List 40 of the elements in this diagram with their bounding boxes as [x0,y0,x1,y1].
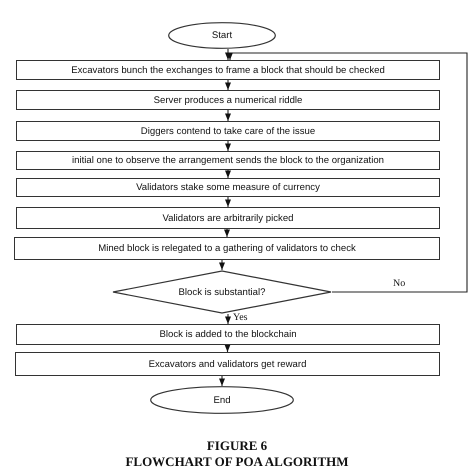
step-text: Block is added to the blockchain [159,329,297,340]
terminal-ellipse [168,22,276,49]
arrow [224,170,232,178]
edge-label: No [392,278,406,289]
arrow [224,49,232,60]
process-box [16,324,440,345]
arrow [224,141,232,151]
caption-text: FLOWCHART OF POA ALGORITHM [124,454,350,470]
arrow [224,229,230,237]
process-box [15,352,440,376]
process-box [16,60,440,80]
step-text: Block is substantial? [178,286,266,298]
process-box [14,237,440,260]
arrow [226,52,468,293]
arrow [224,197,232,207]
step-text: End [213,394,231,406]
step-text: Start [212,30,232,41]
process-box [16,151,440,170]
caption-text: FIGURE 6 [206,438,268,454]
decision-diamond [112,270,332,314]
arrow [224,80,232,90]
arrow [218,260,226,270]
step-text: Excavators and validators get reward [148,358,306,370]
arrow [218,376,226,386]
process-box [16,90,440,110]
arrow [224,314,232,324]
step-text: Diggers contend to take care of the issue [140,126,316,136]
step-text: Validators are arbitrarily picked [162,212,294,224]
process-box [16,178,440,197]
step-text: Excavators bunch the exchanges to frame a block that should be checked [71,64,385,76]
arrow [224,344,231,352]
step-text: Validators stake some measure of currency [136,182,320,193]
step-text: Mined block is relegated to a gathering of validators to check [98,243,356,254]
arrow [224,110,232,121]
terminal-ellipse [150,386,294,414]
process-box [16,207,440,229]
step-text: Server produces a numerical riddle [154,94,302,106]
step-text: initial one to observe the arrangement sends the block to the organization [72,155,384,166]
edge-label: Yes [232,312,249,323]
process-box [16,121,440,141]
